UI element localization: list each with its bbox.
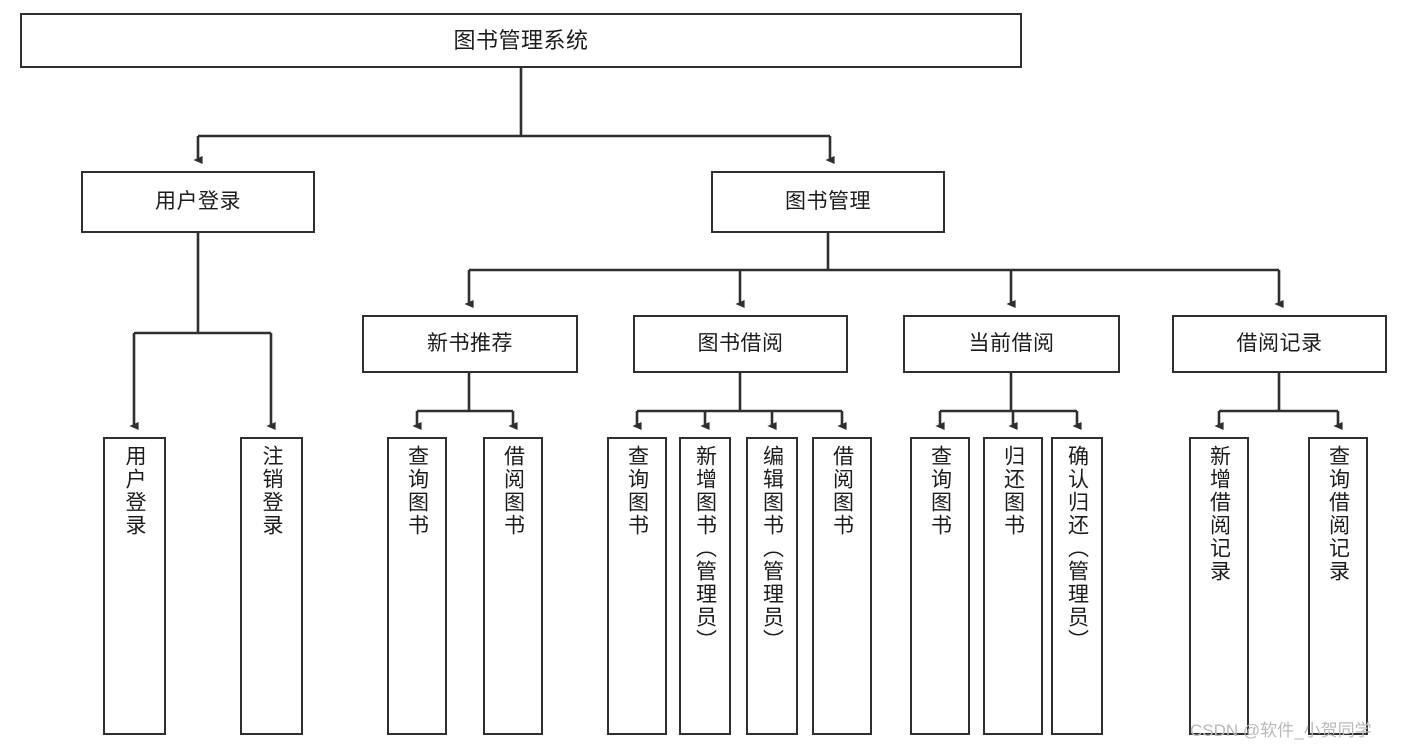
node-book-management[interactable]: 图书管理 [711, 171, 945, 233]
node-label: 新增借阅记录 [1207, 445, 1231, 583]
node-current-borrow[interactable]: 当前借阅 [903, 315, 1120, 373]
node-label: 图书管理 [785, 189, 871, 213]
node-label: 新增图书（管理员） [693, 445, 717, 652]
node-label: 借阅图书 [830, 445, 854, 537]
node-leaf-query-book-current[interactable]: 查询图书 [910, 437, 970, 735]
watermark: CSDN @软件_小贺同学 [1190, 721, 1372, 740]
node-leaf-borrow-book[interactable]: 借阅图书 [812, 437, 872, 735]
node-label: 查询借阅记录 [1326, 445, 1350, 583]
node-label: 用户登录 [155, 189, 241, 213]
node-user-login[interactable]: 用户登录 [81, 171, 315, 233]
node-label: 图书管理系统 [453, 27, 589, 53]
node-root-system[interactable]: 图书管理系统 [20, 13, 1022, 68]
node-label: 查询图书 [405, 445, 429, 537]
node-label: 借阅记录 [1236, 331, 1323, 355]
node-leaf-return-book[interactable]: 归还图书 [983, 437, 1043, 735]
node-leaf-add-borrow-record[interactable]: 新增借阅记录 [1189, 437, 1249, 735]
node-leaf-logout[interactable]: 注销登录 [240, 437, 303, 735]
node-label: 归还图书 [1001, 445, 1025, 537]
node-label: 确认归还（管理员） [1065, 445, 1089, 652]
node-label: 编辑图书（管理员） [760, 445, 784, 652]
node-leaf-edit-book-admin[interactable]: 编辑图书（管理员） [746, 437, 798, 735]
node-label: 注销登录 [260, 445, 283, 537]
node-label: 图书借阅 [697, 331, 784, 355]
node-label: 查询图书 [625, 445, 649, 537]
node-leaf-borrow-book-recommend[interactable]: 借阅图书 [483, 437, 543, 735]
node-leaf-query-borrow-record[interactable]: 查询借阅记录 [1308, 437, 1368, 735]
node-leaf-query-book-recommend[interactable]: 查询图书 [387, 437, 447, 735]
node-leaf-confirm-return-admin[interactable]: 确认归还（管理员） [1051, 437, 1103, 735]
node-label: 当前借阅 [968, 331, 1055, 355]
node-leaf-query-book-borrow[interactable]: 查询图书 [607, 437, 667, 735]
node-label: 查询图书 [928, 445, 952, 537]
node-label: 借阅图书 [501, 445, 525, 537]
node-label: 用户登录 [123, 445, 146, 537]
node-leaf-user-login[interactable]: 用户登录 [103, 437, 166, 735]
node-borrow-record[interactable]: 借阅记录 [1172, 315, 1387, 373]
node-new-book-recommendation[interactable]: 新书推荐 [362, 315, 578, 373]
node-label: 新书推荐 [427, 331, 513, 355]
node-book-borrow[interactable]: 图书借阅 [633, 315, 848, 373]
node-leaf-add-book-admin[interactable]: 新增图书（管理员） [679, 437, 731, 735]
